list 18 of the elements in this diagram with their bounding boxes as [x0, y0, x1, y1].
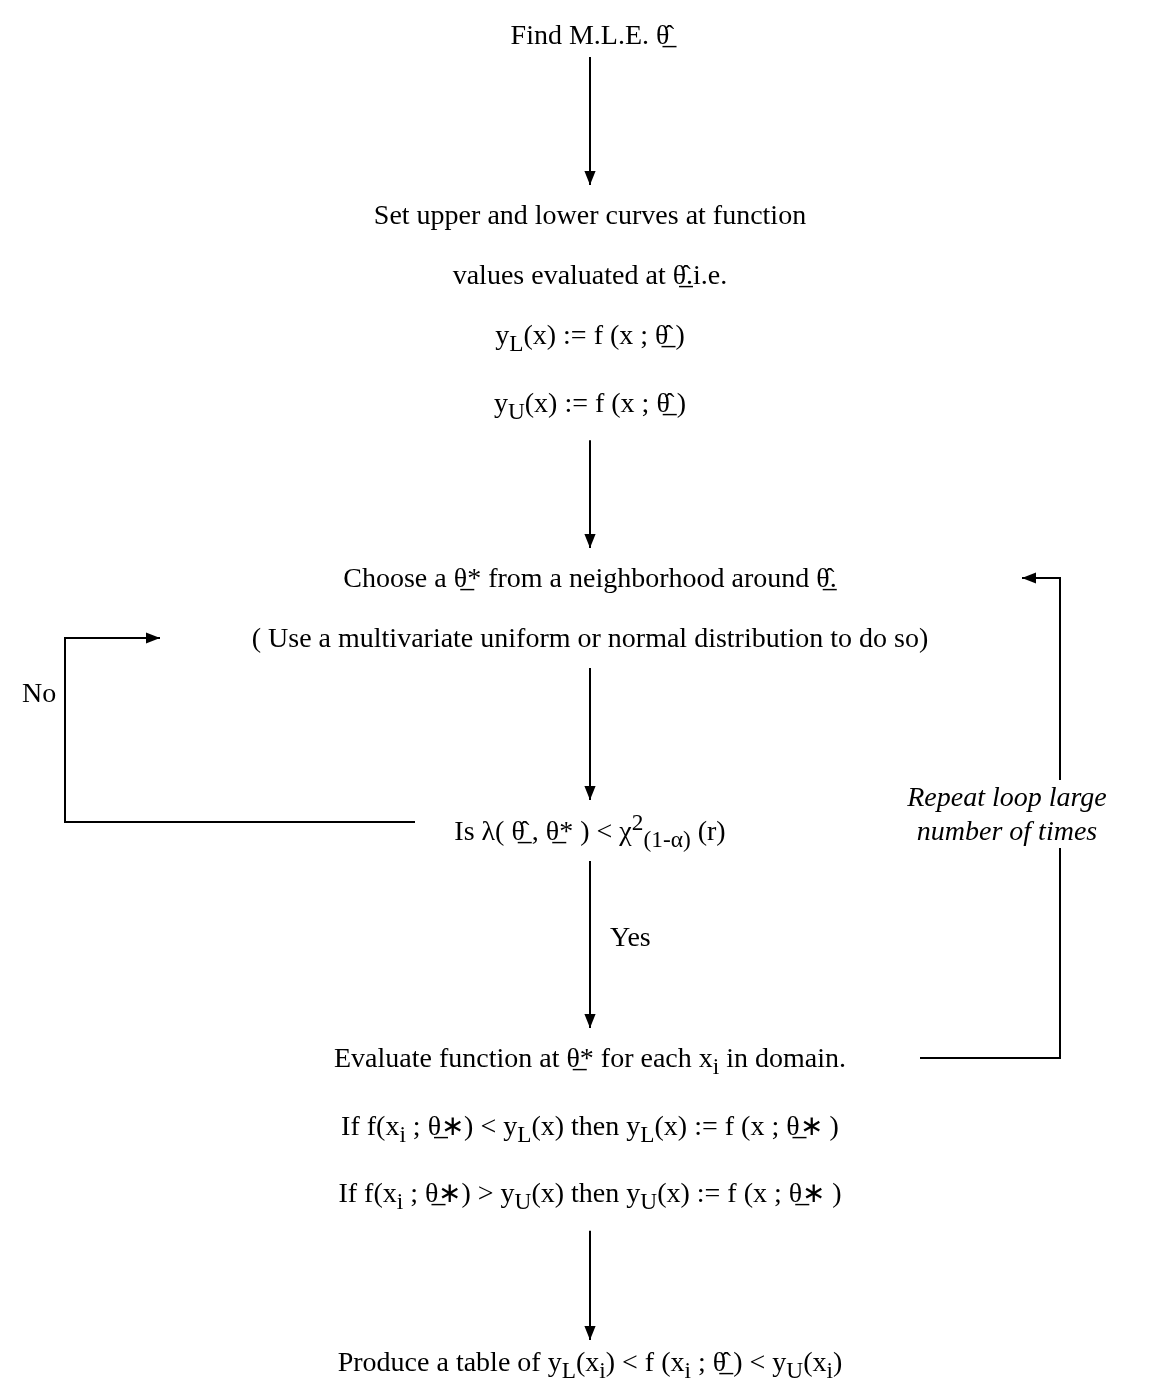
- step-text: Produce a table of y$_{L}$(x$_{i}$) < f (x$_{i}$ ; θ̲̂ ) < y$_{U}$(x$_{i}$): [260, 1340, 920, 1385]
- arrow: [584, 56, 596, 186]
- step-text: Set upper and lower curves at function values evaluated at θ̲̂.i.e.: [372, 198, 808, 292]
- step-text: ( Use a multivariate uniform or normal distribution to do so): [250, 621, 930, 655]
- arrow: [584, 1229, 596, 1341]
- step-text: y$_{U}$(x) := f (x ; θ̲̂ ): [492, 385, 688, 426]
- arrow: [919, 572, 1061, 1059]
- arrow: [584, 859, 596, 1029]
- arrow: [584, 667, 596, 801]
- step-text: y$_{L}$(x) := f (x ; θ̲̂ ): [494, 318, 686, 358]
- step-text: Find M.L.E. θ̲̂: [470, 13, 710, 57]
- step-text: If f(x$_{i}$ ; θ̲∗) < y$_{L}$(x) then y$_{L}$(x) := f (x ; θ̲∗ ): [340, 1108, 840, 1149]
- step-text: Evaluate function at θ̲* for each x$_{i}$ in domain.: [332, 1041, 848, 1081]
- step-text: Is λ( θ̲̂ , θ̲* ) < χ$^{2}$$_{(1-α)}$ (r): [415, 800, 765, 861]
- step-text: Choose a θ̲* from a neighborhood around θ̲̂.: [342, 561, 838, 595]
- step-text: If f(x$_{i}$ ; θ̲∗) > y$_{U}$(x) then y$_{U}$(x) := f (x ; θ̲∗ ): [337, 1176, 843, 1216]
- arrow: [584, 439, 596, 549]
- arrow: [64, 632, 416, 823]
